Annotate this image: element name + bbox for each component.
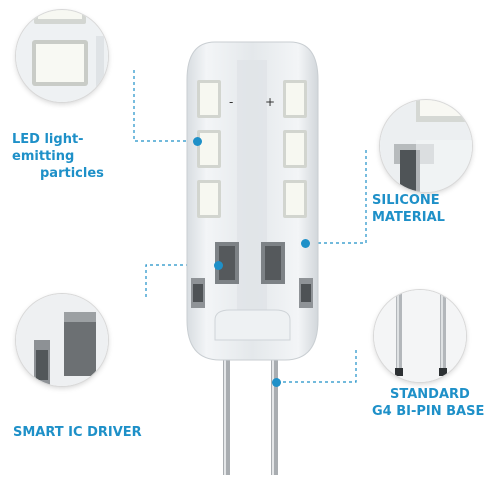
bi-pin-closeup bbox=[374, 290, 466, 382]
driver-detail-circle bbox=[16, 294, 108, 386]
silicone-detail-circle bbox=[380, 100, 472, 192]
silicone-material-label: SILICONE MATERIAL bbox=[372, 193, 445, 225]
bi-pin-base-label: STANDARD G4 BI-PIN BASE bbox=[372, 387, 485, 419]
led-chips-right bbox=[283, 80, 307, 218]
base-pointer-dot bbox=[272, 378, 281, 387]
led-detail-circle bbox=[16, 10, 108, 102]
smart-ic-driver-label: SMART IC DRIVER bbox=[13, 425, 142, 440]
led-chips-left bbox=[197, 80, 221, 218]
base-leader-line bbox=[278, 350, 357, 383]
led-pointer-dot bbox=[193, 137, 202, 146]
ic-driver-closeup bbox=[16, 294, 108, 386]
g4-led-bulb: - + bbox=[186, 41, 319, 475]
silicone-closeup bbox=[380, 100, 472, 192]
plus-sign: + bbox=[265, 95, 275, 109]
driver-pointer-dot bbox=[214, 261, 223, 270]
silicone-pointer-dot bbox=[301, 239, 310, 248]
silicone-leader-line bbox=[305, 150, 367, 244]
minus-sign: - bbox=[229, 95, 233, 109]
led-chip-closeup bbox=[16, 10, 108, 102]
led-particles-label: LED light-emitting particles bbox=[12, 132, 104, 181]
base-detail-circle bbox=[374, 290, 466, 382]
bi-pins bbox=[223, 350, 278, 475]
